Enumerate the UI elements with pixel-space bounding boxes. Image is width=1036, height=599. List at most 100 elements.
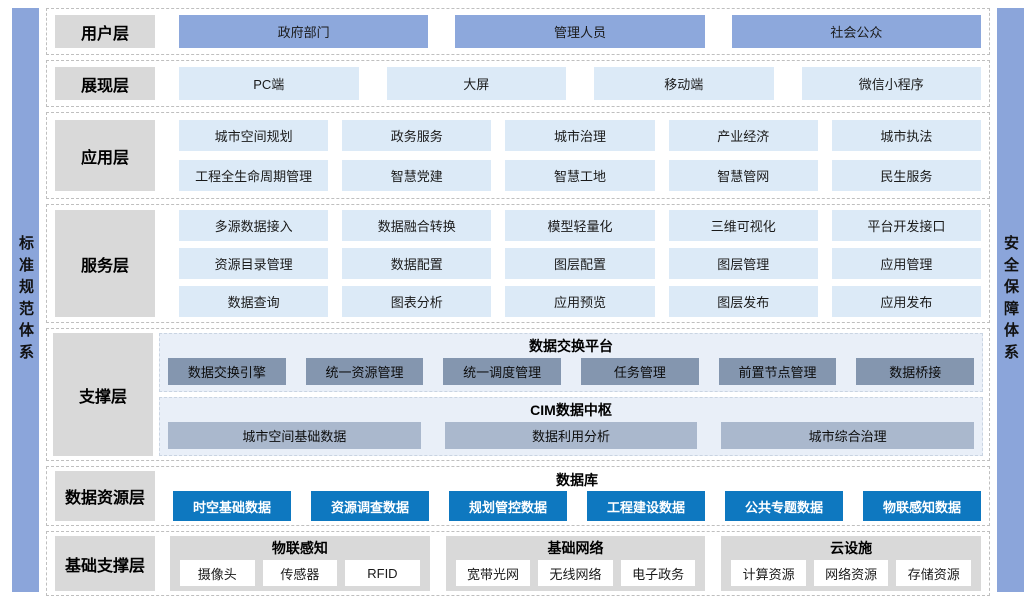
layer-row-data-resource: 数据资源层 数据库 时空基础数据 资源调查数据 规划管控数据 工程建设数据 公共…	[46, 466, 990, 526]
node-box: 微信小程序	[801, 67, 981, 100]
layer-row-presentation: 展现层 PC端 大屏 移动端 微信小程序	[46, 60, 990, 107]
layer-label-presentation: 展现层	[55, 67, 155, 100]
node-box: 智慧工地	[505, 160, 655, 191]
box-row: 工程全生命周期管理 智慧党建 智慧工地 智慧管网 民生服务	[179, 160, 982, 191]
node-box: 前置节点管理	[718, 358, 837, 385]
box-row: 数据查询 图表分析 应用预览 图层发布 应用发布	[179, 286, 982, 317]
layer-content-infrastructure: 物联感知 摄像头 传感器 RFID 基础网络 宽带光网 无线网络 电子政务	[170, 536, 982, 591]
layer-row-application: 应用层 城市空间规划 政务服务 城市治理 产业经济 城市执法 工程全生命周期管理…	[46, 112, 990, 199]
node-box: 图层管理	[668, 248, 818, 279]
layer-row-user: 用户层 政府部门 管理人员 社会公众	[46, 8, 990, 55]
box-row: 多源数据接入 数据融合转换 模型轻量化 三维可视化 平台开发接口	[179, 210, 982, 241]
box-row: 政府部门 管理人员 社会公众	[179, 15, 981, 48]
group-title: 基础网络	[547, 540, 604, 556]
layer-label-support: 支撑层	[53, 333, 153, 456]
box-row: 数据交换引擎 统一资源管理 统一调度管理 任务管理 前置节点管理 数据桥接	[166, 358, 976, 385]
node-box: 图层配置	[505, 248, 655, 279]
node-box: 资源调查数据	[311, 491, 429, 521]
node-box: 数据交换引擎	[168, 358, 286, 385]
layer-content-service: 多源数据接入 数据融合转换 模型轻量化 三维可视化 平台开发接口 资源目录管理 …	[179, 210, 982, 317]
node-box: 政务服务	[342, 120, 492, 151]
node-box: 应用发布	[831, 286, 982, 317]
layer-row-support: 支撑层 数据交换平台 数据交换引擎 统一资源管理 统一调度管理 任务管理 前置节…	[46, 328, 990, 461]
box-row: PC端 大屏 移动端 微信小程序	[179, 67, 981, 100]
layer-label-user: 用户层	[55, 15, 155, 48]
node-box: 多源数据接入	[179, 210, 329, 241]
layer-row-infrastructure: 基础支撑层 物联感知 摄像头 传感器 RFID 基础网络 宽带光网 无线网络 电…	[46, 531, 990, 596]
box-row: 摄像头 传感器 RFID	[180, 560, 420, 586]
node-box: 数据查询	[179, 286, 329, 317]
node-box: 图层发布	[668, 286, 818, 317]
layer-row-service: 服务层 多源数据接入 数据融合转换 模型轻量化 三维可视化 平台开发接口 资源目…	[46, 204, 990, 323]
node-box: 模型轻量化	[505, 210, 655, 241]
panel-title: CIM数据中枢	[530, 402, 612, 418]
node-box: 摄像头	[180, 560, 255, 586]
box-row: 时空基础数据 资源调查数据 规划管控数据 工程建设数据 公共专题数据 物联感知数…	[173, 491, 981, 521]
node-box: 图表分析	[342, 286, 492, 317]
layer-content-support: 数据交换平台 数据交换引擎 统一资源管理 统一调度管理 任务管理 前置节点管理 …	[159, 333, 983, 456]
node-box: 智慧党建	[342, 160, 492, 191]
node-box: 社会公众	[731, 15, 981, 48]
layer-content-user: 政府部门 管理人员 社会公众	[179, 15, 981, 48]
layer-label-service: 服务层	[55, 210, 155, 317]
node-box: 城市治理	[505, 120, 655, 151]
node-box: 任务管理	[581, 358, 699, 385]
node-box: PC端	[179, 67, 359, 100]
node-box: 宽带光网	[455, 560, 531, 586]
node-box: RFID	[345, 560, 420, 586]
box-row: 宽带光网 无线网络 电子政务	[455, 560, 696, 586]
box-row: 资源目录管理 数据配置 图层配置 图层管理 应用管理	[179, 248, 982, 279]
node-box: 数据桥接	[856, 358, 975, 385]
node-box: 数据融合转换	[342, 210, 492, 241]
panel-data-exchange-platform: 数据交换平台 数据交换引擎 统一资源管理 统一调度管理 任务管理 前置节点管理 …	[159, 333, 983, 392]
node-box: 工程全生命周期管理	[179, 160, 329, 191]
node-box: 城市综合治理	[721, 422, 975, 449]
box-row: 城市空间规划 政务服务 城市治理 产业经济 城市执法	[179, 120, 982, 151]
node-box: 城市执法	[831, 120, 982, 151]
node-box: 民生服务	[831, 160, 982, 191]
node-box: 大屏	[386, 67, 566, 100]
node-box: 政府部门	[179, 15, 429, 48]
group-iot-sensing: 物联感知 摄像头 传感器 RFID	[170, 536, 430, 591]
group-title: 物联感知	[271, 540, 328, 556]
node-box: 电子政务	[620, 560, 696, 586]
node-box: 时空基础数据	[173, 491, 291, 521]
node-box: 传感器	[262, 560, 338, 586]
node-box: 统一调度管理	[443, 358, 562, 385]
node-box: 数据利用分析	[444, 422, 698, 449]
layer-label-data-resource: 数据资源层	[55, 471, 155, 521]
node-box: 应用管理	[831, 248, 982, 279]
node-box: 资源目录管理	[179, 248, 329, 279]
node-box: 数据配置	[342, 248, 492, 279]
node-box: 工程建设数据	[587, 491, 705, 521]
right-system-bar-label: 安全保障体系	[1002, 234, 1019, 366]
node-box: 平台开发接口	[831, 210, 982, 241]
node-box: 计算资源	[731, 560, 806, 586]
node-box: 应用预览	[505, 286, 655, 317]
node-box: 产业经济	[668, 120, 818, 151]
left-system-bar: 标准规范体系	[12, 8, 39, 592]
node-box: 网络资源	[813, 560, 889, 586]
node-box: 规划管控数据	[449, 491, 567, 521]
node-box: 管理人员	[455, 15, 705, 48]
node-box: 存储资源	[896, 560, 972, 586]
node-box: 无线网络	[538, 560, 613, 586]
panel-title: 数据交换平台	[529, 338, 613, 354]
layer-label-application: 应用层	[55, 120, 155, 191]
node-box: 城市空间规划	[179, 120, 329, 151]
node-box: 物联感知数据	[863, 491, 981, 521]
left-system-bar-label: 标准规范体系	[17, 234, 34, 366]
layer-content-application: 城市空间规划 政务服务 城市治理 产业经济 城市执法 工程全生命周期管理 智慧党…	[179, 120, 982, 191]
database-title: 数据库	[556, 472, 598, 488]
layer-stack: 用户层 政府部门 管理人员 社会公众 展现层 PC端 大屏 移动端 微信小程序	[46, 8, 990, 596]
layer-content-data-resource: 数据库 时空基础数据 资源调查数据 规划管控数据 工程建设数据 公共专题数据 物…	[173, 471, 981, 521]
group-basic-network: 基础网络 宽带光网 无线网络 电子政务	[445, 536, 706, 591]
node-box: 城市空间基础数据	[168, 422, 421, 449]
layer-content-presentation: PC端 大屏 移动端 微信小程序	[179, 67, 981, 100]
box-row: 城市空间基础数据 数据利用分析 城市综合治理	[166, 422, 976, 449]
panel-cim-data-hub: CIM数据中枢 城市空间基础数据 数据利用分析 城市综合治理	[159, 397, 983, 456]
node-box: 智慧管网	[668, 160, 818, 191]
layer-label-infrastructure: 基础支撑层	[55, 536, 155, 591]
group-title: 云设施	[830, 540, 873, 556]
